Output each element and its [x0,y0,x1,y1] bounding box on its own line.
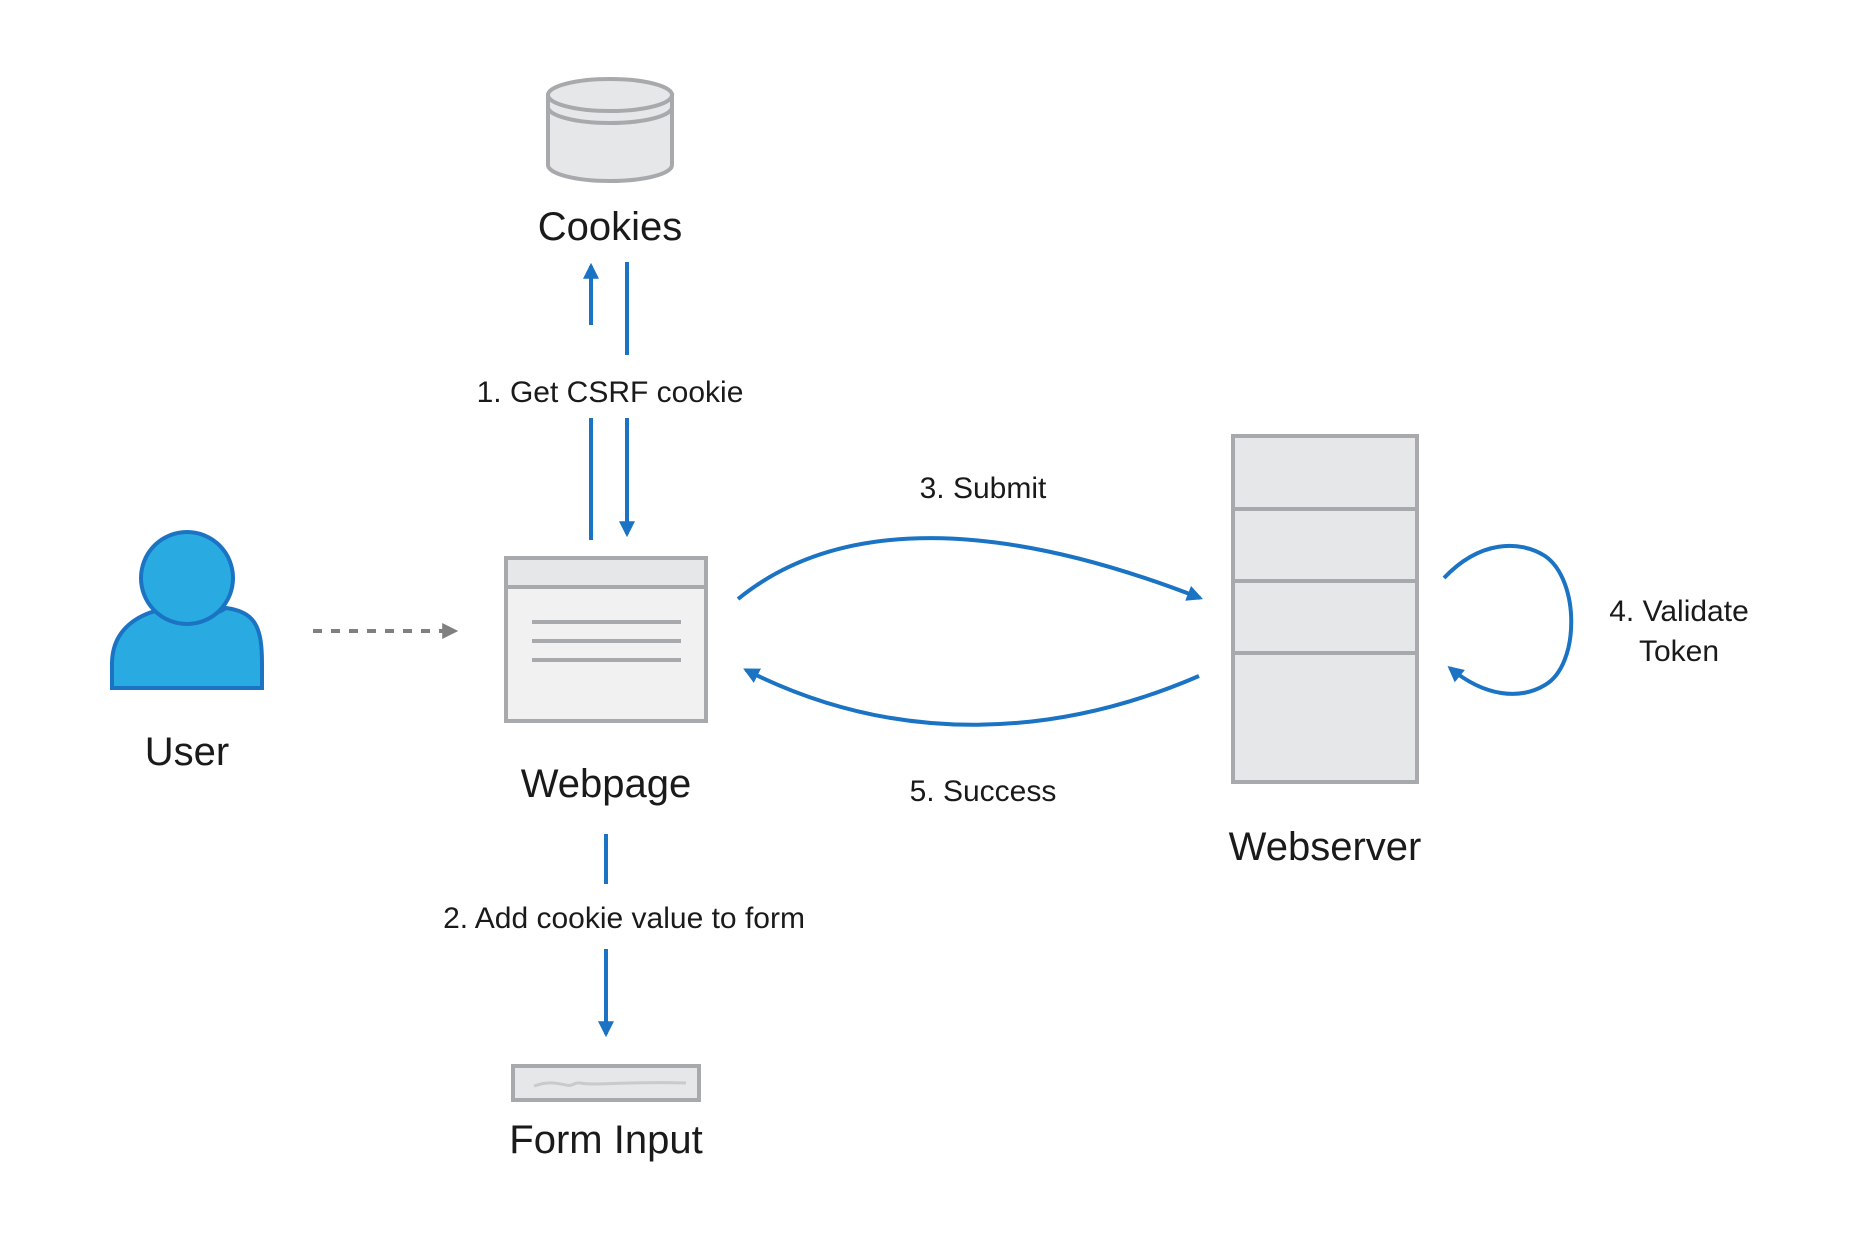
user-label: User [145,730,229,774]
submit-arrow [736,536,1203,601]
step-success-label: 5. Success [910,775,1057,808]
browser-window-icon [504,556,708,723]
user-icon [110,530,264,690]
step-get-cookie-label: 1. Get CSRF cookie [477,376,744,409]
step-validate-label-line1: 4. Validate [1609,595,1749,628]
server-rack-icon [1231,434,1419,784]
validate-token-loop-arrow [1442,543,1574,696]
step-add-cookie-label: 2. Add cookie value to form [443,902,805,935]
form-input-label: Form Input [509,1118,702,1162]
step-submit-label: 3. Submit [920,472,1047,505]
webpage-label: Webpage [521,762,692,806]
step-validate-label-line2: Token [1639,635,1719,668]
cookies-label: Cookies [538,205,683,249]
webserver-label: Webserver [1229,825,1422,869]
database-icon [546,77,674,183]
text-field-icon [511,1064,701,1102]
success-arrow [743,668,1200,727]
